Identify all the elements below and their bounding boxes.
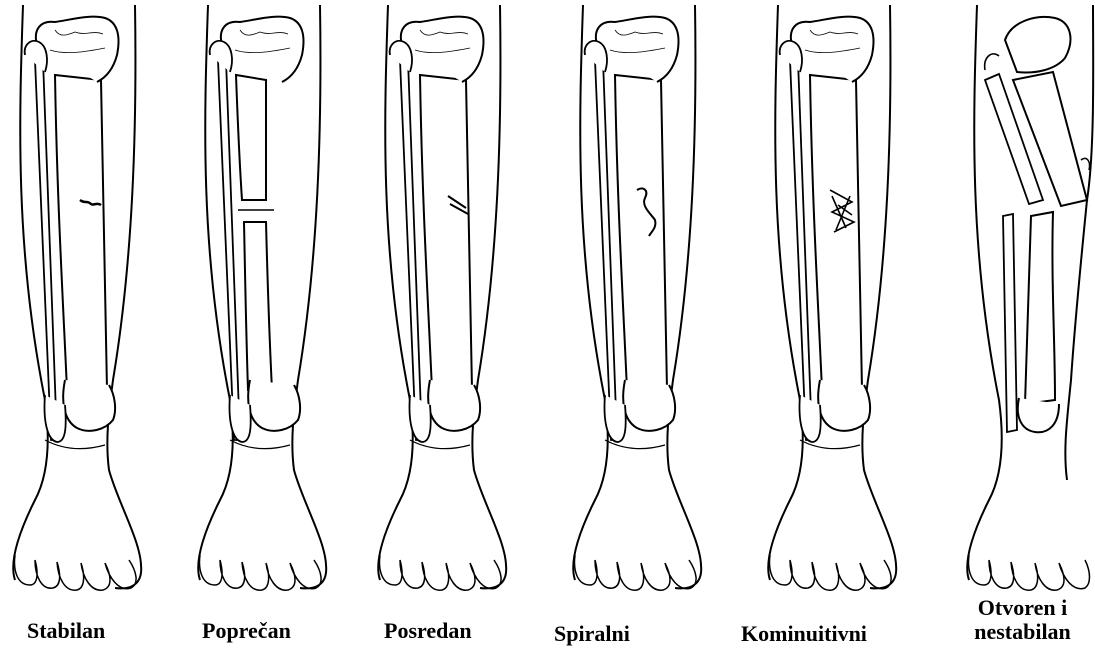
tibia-lower-fragment (1025, 212, 1055, 404)
caption-spiralni: Spiralni (554, 622, 630, 646)
caption-poprecan: Poprečan (202, 619, 291, 643)
caption-kominuitivni: Kominuitivni (741, 622, 867, 646)
fibula-lower-fragment (1003, 214, 1017, 432)
panel-stabilan (13, 5, 141, 590)
tibia-bone (55, 75, 107, 390)
fibula-bone (35, 60, 57, 440)
caption-otvoren: Otvoren i nestabilan (955, 596, 1090, 644)
caption-otvoren-line2: nestabilan (955, 620, 1090, 644)
tibia-bone (810, 75, 862, 390)
panel-kominuitivni (768, 5, 896, 590)
caption-posredan: Posredan (384, 619, 472, 643)
tibia-bone (420, 75, 472, 390)
fibula-bone (595, 60, 617, 440)
panel-spiralni (573, 5, 701, 590)
caption-otvoren-line1: Otvoren i (955, 596, 1090, 620)
fibula-bone (400, 60, 422, 440)
panel-otvoren (967, 5, 1093, 590)
fibula-bone (790, 60, 812, 440)
tibia-lower-fragment (244, 222, 272, 390)
tibia-bone (615, 75, 667, 390)
caption-stabilan: Stabilan (27, 619, 105, 643)
tibia-upper-fragment (236, 75, 266, 200)
panel-poprecan (198, 5, 326, 590)
panel-posredan (378, 5, 506, 590)
